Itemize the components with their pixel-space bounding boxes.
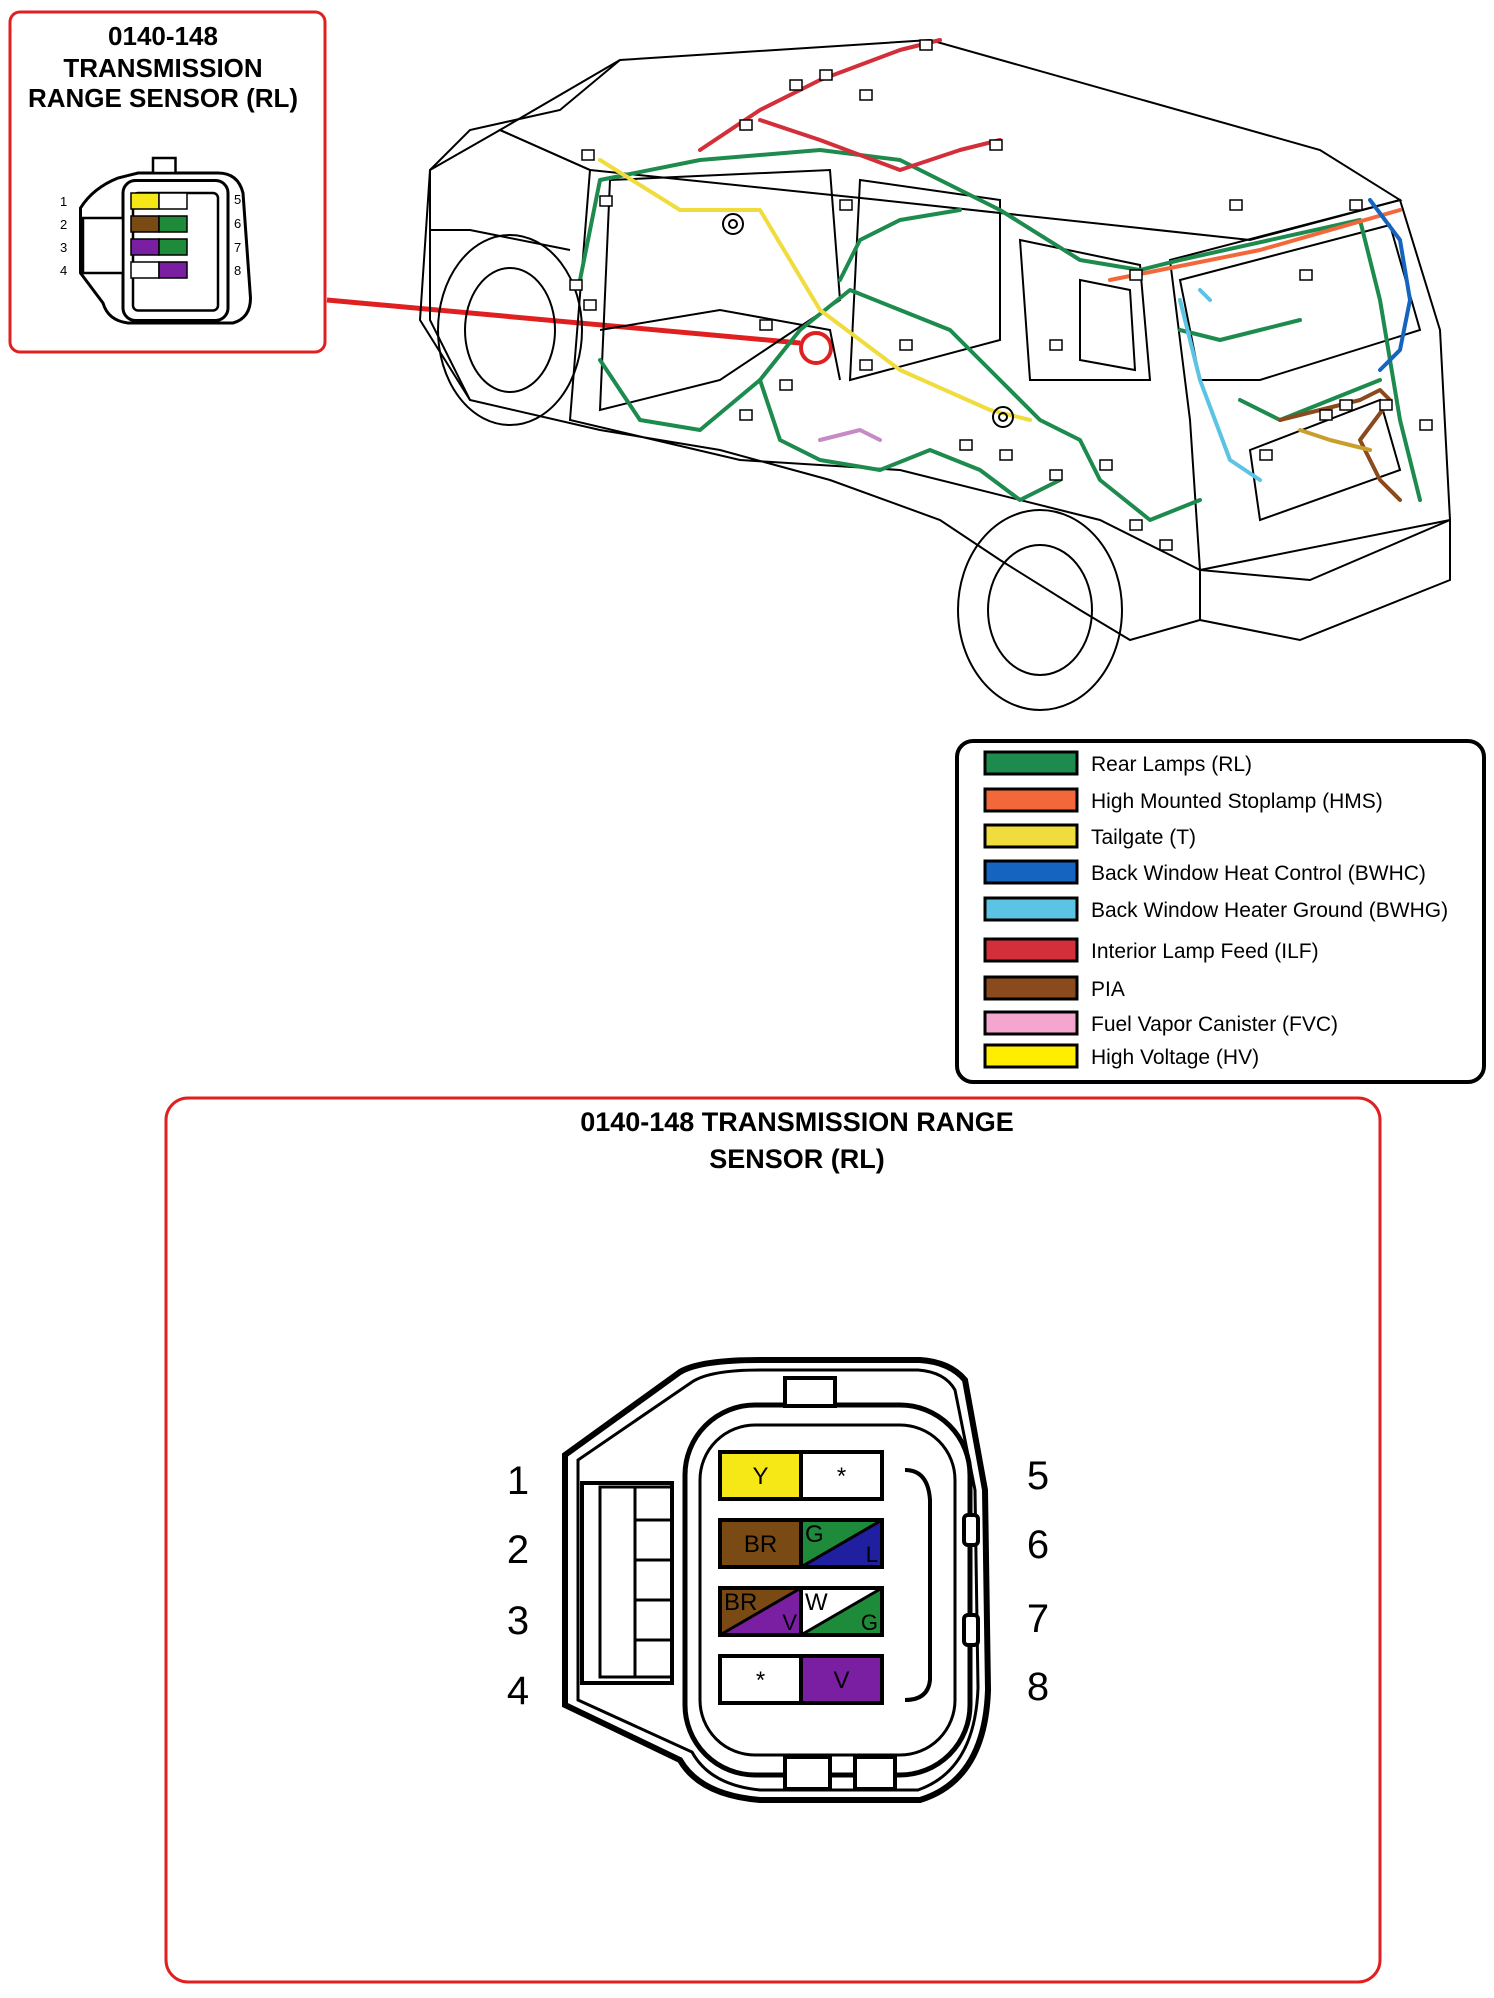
inset-pin-3: 3 [60,240,67,255]
legend-label: PIA [1091,978,1125,1001]
cavity-code: * [837,1463,846,1490]
inset-pin-8: 8 [234,263,241,278]
inset-pin-5: 5 [234,192,241,207]
inset-pin-1: 1 [60,194,67,209]
cavity-code: G [805,1521,824,1548]
inset-pin-numbers: 1 2 3 4 5 6 7 8 [60,192,241,278]
cavity-code: * [756,1667,765,1694]
cavity-code: Y [752,1463,768,1490]
pin-number-2: 2 [507,1528,529,1572]
panel-title-line-1: 0140-148 TRANSMISSION RANGE [580,1107,1014,1137]
inset-title-line-3: RANGE SENSOR (RL) [28,83,298,113]
locator-line [326,297,801,346]
legend-swatch [983,787,1079,813]
pin-number-7: 7 [1027,1597,1049,1641]
legend-swatch [983,975,1079,1001]
legend-swatch [983,1010,1079,1036]
pin-number-3: 3 [507,1599,529,1643]
legend: Rear Lamps (RL) High Mounted Stoplamp (HM… [955,739,1486,1084]
legend-swatch [983,937,1079,963]
inset-panel: 0140-148 TRANSMISSION RANGE SENSOR (RL) … [8,10,327,354]
legend-label: Back Window Heater Ground (BWHG) [1091,899,1448,922]
cavity-code: BR [724,1589,757,1616]
legend-items: Rear Lamps (RL) High Mounted Stoplamp (HM… [983,750,1448,1069]
legend-swatch [983,823,1079,849]
main-connector-panel: 0140-148 TRANSMISSION RANGE SENSOR (RL) [164,1096,1382,1984]
cavity-code: BR [744,1531,777,1558]
locator-circle [799,331,833,365]
inset-pin-4: 4 [60,263,67,278]
inset-title-line-2: TRANSMISSION [63,53,262,83]
legend-swatch [983,750,1079,776]
cavity-sub-code: L [866,1542,878,1567]
cavity-sub-code: G [861,1610,878,1635]
legend-label: High Voltage (HV) [1091,1046,1259,1069]
legend-label: Tailgate (T) [1091,826,1196,849]
harness-connectors [569,39,1433,551]
cavity-sub-code: V [782,1610,797,1635]
pin-number-4: 4 [507,1669,529,1713]
cavity-pin-6: GL [799,1518,884,1569]
cavity-code: V [833,1667,849,1694]
cavity-pin-1: Y [718,1450,803,1501]
inset-pin-7: 7 [234,240,241,255]
harness-lines [578,38,1422,522]
cavity-code: W [805,1589,828,1616]
cavity-pin-4: * [718,1654,803,1705]
legend-label: High Mounted Stoplamp (HMS) [1091,790,1383,813]
cavity-pin-7: WG [799,1586,884,1637]
cavity-pin-8: V [799,1654,884,1705]
legend-label: Fuel Vapor Canister (FVC) [1091,1013,1338,1036]
inset-connector-cavities [130,192,188,279]
pin-number-8: 8 [1027,1665,1049,1709]
legend-swatch [983,859,1079,885]
cavity-pin-2: BR [718,1518,803,1569]
legend-label: Back Window Heat Control (BWHC) [1091,862,1426,885]
legend-label: Interior Lamp Feed (ILF) [1091,940,1319,963]
cavity-pin-3: BR V [718,1586,803,1637]
cavity-pin-5: * [799,1450,884,1501]
legend-swatch [983,1043,1079,1069]
legend-swatch [983,896,1079,922]
vehicle-illustration [418,38,1452,711]
inset-title-line-1: 0140-148 [108,21,218,51]
grommets [722,213,1014,428]
panel-title-line-2: SENSOR (RL) [709,1144,885,1174]
legend-label: Rear Lamps (RL) [1091,753,1252,776]
connector-housing [562,1357,992,1803]
pin-number-6: 6 [1027,1523,1049,1567]
inset-pin-2: 2 [60,217,67,232]
inset-pin-6: 6 [234,216,241,231]
pin-numbers: 1 2 3 4 5 6 7 8 [507,1454,1049,1713]
pin-number-5: 5 [1027,1454,1049,1498]
pin-number-1: 1 [507,1459,529,1503]
